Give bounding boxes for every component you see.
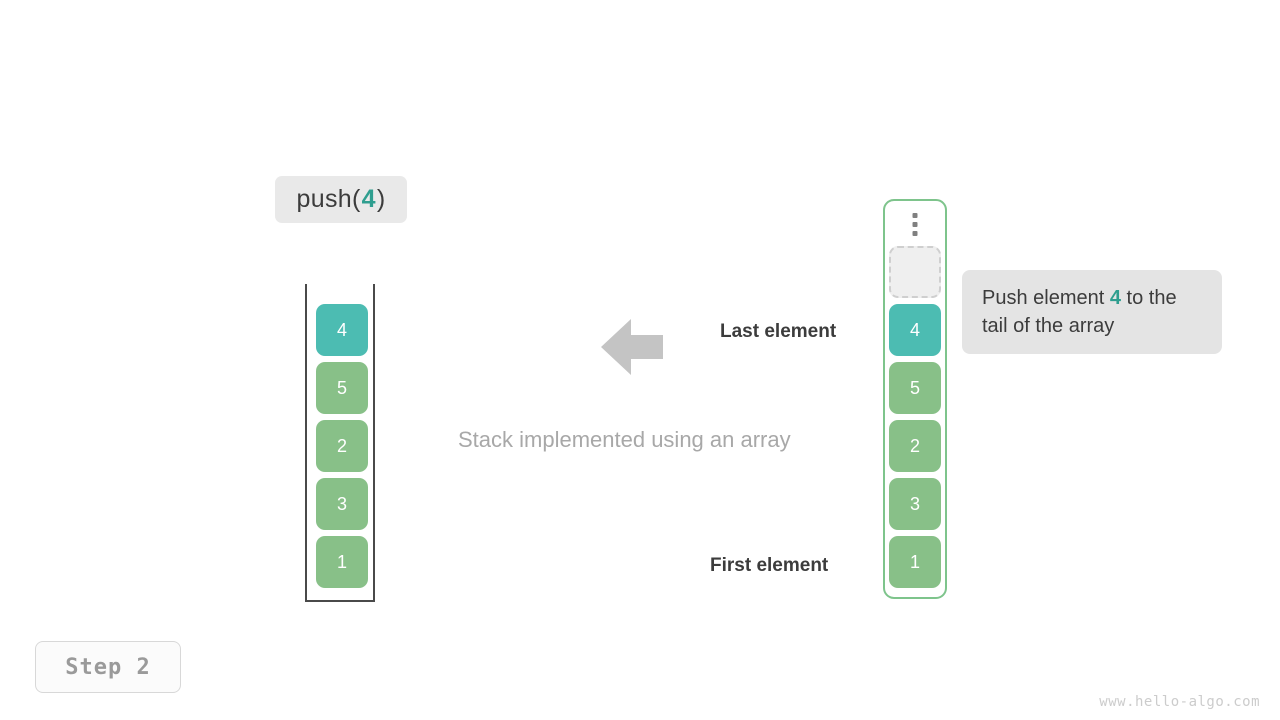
array-cell-list: 4 5 2 3 1 (889, 246, 941, 588)
annotation-first-element: First element (710, 555, 829, 576)
operation-prefix: push( (296, 185, 361, 213)
diagram-caption: Stack implemented using an array (458, 427, 791, 452)
array-empty-slot (889, 246, 941, 298)
callout-accent-value: 4 (1109, 287, 1121, 309)
operation-argument: 4 (361, 185, 376, 213)
stack-cell: 3 (316, 478, 368, 530)
array-cell: 2 (889, 420, 941, 472)
stack-cell-list: 4 5 2 3 1 (316, 304, 368, 588)
vertical-ellipsis-icon (912, 213, 918, 236)
operation-label: push(4) (275, 176, 407, 223)
step-badge: Step 2 (35, 641, 181, 693)
stack-cell: 4 (316, 304, 368, 356)
array-cell: 5 (889, 362, 941, 414)
callout-text-after: to the tail of the array (982, 287, 1177, 337)
stack-cell: 1 (316, 536, 368, 588)
stack-cell: 2 (316, 420, 368, 472)
array-cell: 1 (889, 536, 941, 588)
stack-cell: 5 (316, 362, 368, 414)
array-cell: 4 (889, 304, 941, 356)
callout-text-before: Push element (982, 287, 1110, 309)
array-container: 4 5 2 3 1 (883, 199, 947, 599)
stack-container: 4 5 2 3 1 (305, 284, 375, 602)
left-arrow-icon (601, 318, 663, 376)
callout-box: Push element 4 to the tail of the array (962, 270, 1222, 354)
annotation-last-element: Last element (720, 321, 837, 342)
array-cell: 3 (889, 478, 941, 530)
watermark: www.hello-algo.com (1099, 694, 1260, 710)
operation-suffix: ) (376, 185, 386, 213)
